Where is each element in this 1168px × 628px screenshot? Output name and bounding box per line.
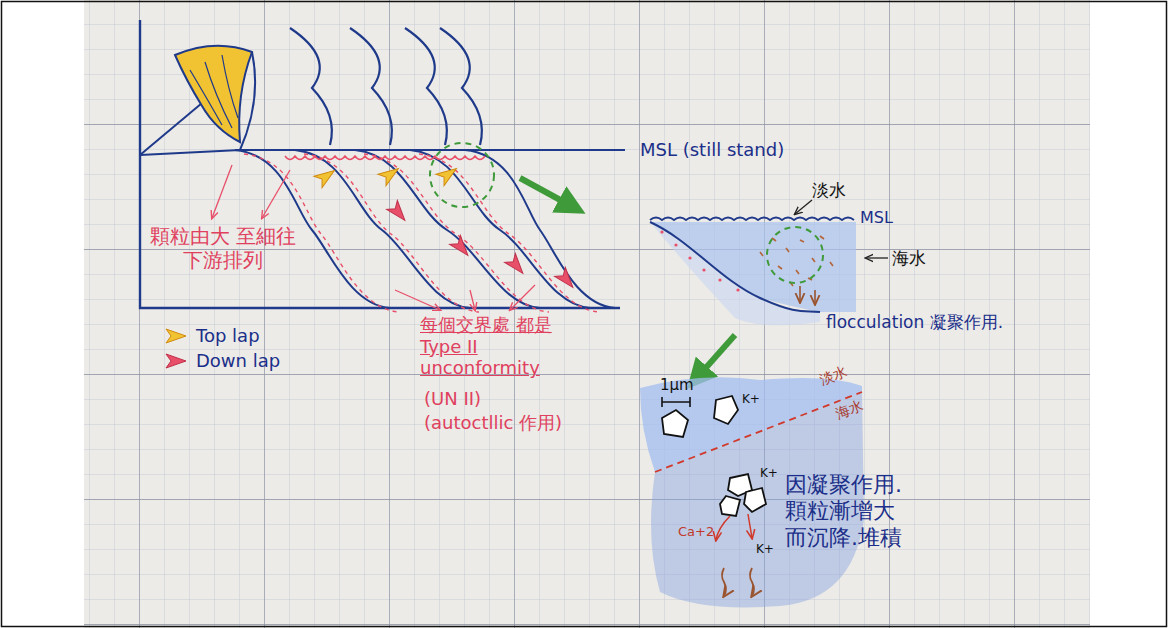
ion-label: Ca+2 [678, 524, 714, 540]
process-label: flocculation 凝聚作用. [826, 312, 1003, 332]
ion-label: K+ [760, 466, 778, 480]
scale-label: 1μm [660, 376, 694, 394]
ion-label: K+ [756, 542, 774, 556]
process-note: 因凝聚作用. 顆粒漸增大 而沉降.堆積 [785, 472, 917, 551]
water-label: 海水 [892, 248, 926, 268]
sea-level-label: MSL [860, 208, 893, 227]
legend-label: Down lap [196, 350, 280, 372]
sea-level-label: MSL (still stand) [640, 139, 784, 161]
sorting-note: 顆粒由大 至細往下游排列 [148, 224, 298, 272]
ion-label: K+ [742, 392, 760, 406]
unconformity-note: (UN II) [424, 388, 481, 410]
water-label: 淡水 [812, 180, 846, 200]
legend-label: Top lap [196, 325, 260, 347]
water-label: 海水 [833, 397, 865, 423]
process-note: (autoctllic 作用) [424, 412, 562, 434]
water-label: 淡水 [817, 363, 849, 389]
unconformity-note: 每個交界處 都是Type II unconformity [420, 314, 580, 379]
